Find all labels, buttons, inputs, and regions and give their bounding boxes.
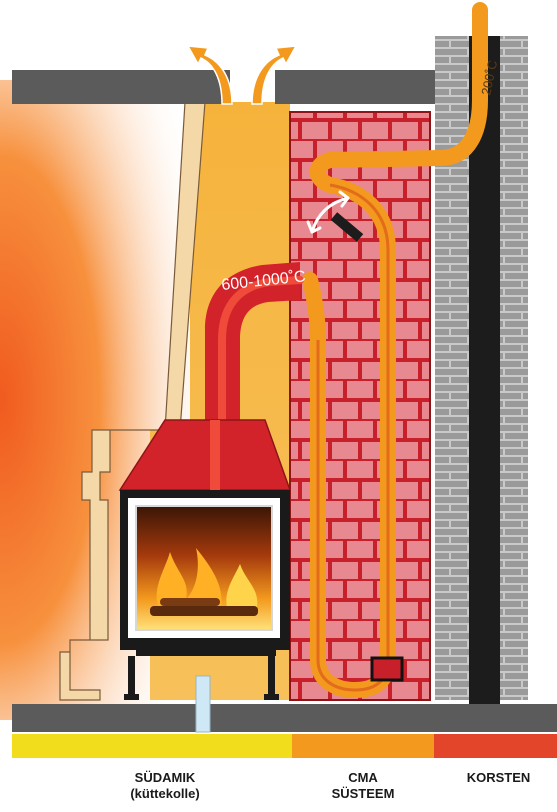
stove-leg-foot-right <box>264 694 279 700</box>
cma-caption-line2: SÜSTEEM <box>318 786 408 802</box>
core-caption-line2: (küttekolle) <box>110 786 220 802</box>
chimney-brick-left <box>435 36 469 700</box>
chimney-brick-right <box>500 36 528 700</box>
chimney-zone-bar <box>434 734 557 758</box>
stove-leg-foot-left <box>124 694 139 700</box>
chimney-caption: KORSTEN <box>440 770 557 786</box>
stove-base <box>136 650 276 656</box>
air-inlet-pipe <box>196 676 210 732</box>
core-caption: SÜDAMIK (küttekolle) <box>110 770 220 802</box>
stove-leg-right <box>268 656 275 696</box>
core-zone-bar <box>12 734 292 758</box>
ceiling-slab-left <box>12 70 230 104</box>
cma-zone-bar <box>292 734 434 758</box>
core-caption-line1: SÜDAMIK <box>110 770 220 786</box>
ceiling-slab-right <box>275 70 435 104</box>
floor-slab <box>12 704 557 732</box>
cma-caption-line1: CMA <box>318 770 408 786</box>
cma-caption: CMA SÜSTEEM <box>318 770 408 802</box>
chimney-caption-text: KORSTEN <box>440 770 557 786</box>
stove-leg-left <box>128 656 135 696</box>
cleanout-door <box>372 658 402 680</box>
